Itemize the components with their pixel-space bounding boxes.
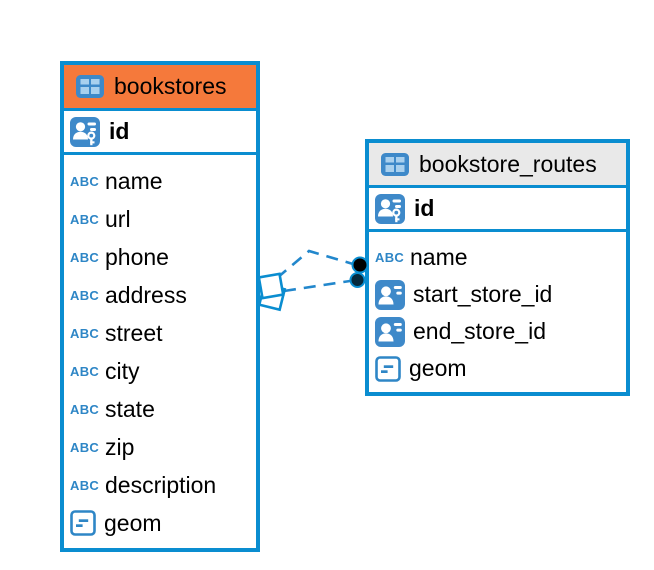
column-name: id: [414, 195, 435, 221]
column-name: geom: [409, 355, 467, 381]
table-icon: [76, 75, 104, 98]
text-type-icon: ABC: [70, 249, 100, 265]
column-name: state: [105, 395, 155, 422]
column-name: name: [105, 167, 163, 194]
text-type-icon: ABC: [70, 477, 100, 493]
table-row[interactable]: ABC name: [64, 162, 256, 200]
table-row[interactable]: ABC url: [64, 200, 256, 238]
table-row[interactable]: geom: [369, 350, 626, 387]
table-row[interactable]: ABC description: [64, 466, 256, 504]
text-type-icon: ABC: [70, 325, 100, 341]
column-name: start_store_id: [413, 281, 553, 307]
table-row[interactable]: ABC city: [64, 352, 256, 390]
text-type-icon: ABC: [70, 439, 100, 455]
primary-key-icon: [375, 193, 405, 224]
relationship-line[interactable]: [276, 249, 354, 279]
column-name: url: [105, 205, 131, 232]
text-type-icon: ABC: [70, 401, 100, 417]
table-row[interactable]: start_store_id: [369, 276, 626, 313]
table-row[interactable]: ABC phone: [64, 238, 256, 276]
primary-key-icon: [70, 116, 100, 147]
table-row[interactable]: geom: [64, 504, 256, 542]
column-name: id: [109, 118, 130, 144]
reference-type-icon: [375, 316, 405, 347]
text-type-icon: ABC: [70, 287, 100, 303]
text-type-icon: ABC: [70, 211, 100, 227]
column-name: description: [105, 471, 217, 498]
table-header[interactable]: bookstore_routes: [369, 143, 626, 188]
column-list: ABC name ABC url ABC phone ABC address A…: [64, 155, 256, 547]
column-name: phone: [105, 243, 169, 270]
table-row[interactable]: end_store_id: [369, 313, 626, 350]
table-bookstore-routes[interactable]: bookstore_routes id ABC name start_store…: [365, 139, 630, 396]
table-icon: [381, 152, 409, 176]
table-header[interactable]: bookstores: [64, 65, 256, 111]
table-row[interactable]: ABC name: [369, 239, 626, 276]
relationship-line[interactable]: [283, 279, 351, 293]
primary-key-row[interactable]: id: [369, 188, 626, 232]
table-title: bookstore_routes: [419, 150, 597, 177]
table-row[interactable]: ABC state: [64, 390, 256, 428]
table-row[interactable]: ABC street: [64, 314, 256, 352]
table-row[interactable]: ABC address: [64, 276, 256, 314]
column-name: city: [105, 357, 140, 384]
column-name: end_store_id: [413, 318, 546, 344]
column-name: name: [410, 244, 468, 270]
text-type-icon: ABC: [70, 363, 100, 379]
column-list: ABC name start_store_id end_store_id geo…: [369, 232, 626, 392]
column-name: address: [105, 281, 187, 308]
table-title: bookstores: [114, 73, 227, 99]
reference-type-icon: [375, 279, 405, 310]
column-name: zip: [105, 433, 135, 460]
geometry-type-icon: [70, 510, 96, 536]
relationship-source-marker[interactable]: [257, 272, 287, 312]
column-name: street: [105, 319, 163, 346]
table-bookstores[interactable]: bookstores id ABC name ABC url ABC phone…: [60, 61, 260, 552]
geometry-type-icon: [375, 355, 401, 382]
primary-key-row[interactable]: id: [64, 111, 256, 155]
text-type-icon: ABC: [375, 250, 405, 265]
column-name: geom: [104, 509, 162, 536]
text-type-icon: ABC: [70, 173, 100, 189]
table-row[interactable]: ABC zip: [64, 428, 256, 466]
